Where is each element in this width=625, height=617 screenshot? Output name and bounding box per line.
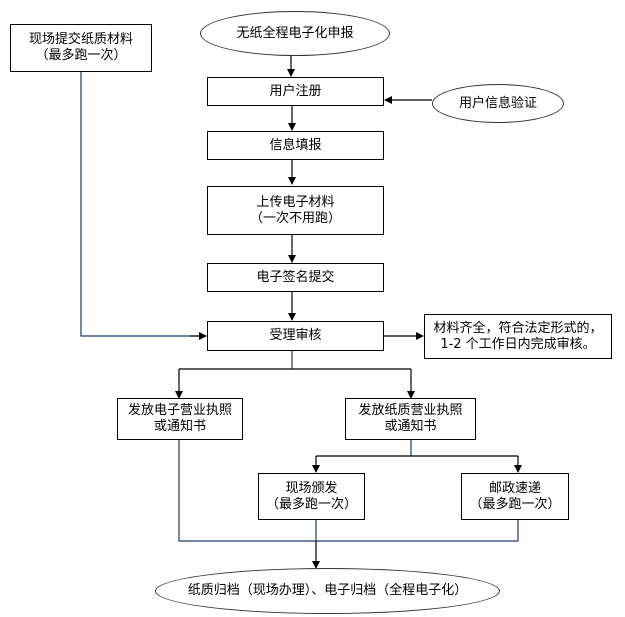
fill-info-node-text: 信息填报 [269, 137, 322, 153]
paper-license-line-2: 或通知书 [384, 419, 437, 434]
onsite-issue-line-1: 现场颁发 [285, 480, 338, 496]
review-node-text: 受理审核 [269, 328, 322, 343]
e-license-node: 发放电子营业执照 或通知书 [117, 398, 243, 440]
paper-license-node: 发放纸质营业执照 或通知书 [345, 398, 476, 440]
edge-e-license-archive [178, 440, 519, 542]
onsite-issue-node: 现场颁发 （最多跑一次） [258, 473, 365, 520]
postal-node: 邮政速递 （最多跑一次） [461, 473, 569, 520]
review-note-line-2: 1-2 个工作日内完成审核。 [440, 336, 596, 352]
onsite-paper-line-1: 现场提交纸质材料 [28, 32, 133, 47]
postal-line-1: 邮政速递 [488, 480, 541, 496]
onsite-issue-line-2: （最多跑一次） [265, 496, 357, 512]
postal-line-2: （最多跑一次） [469, 496, 561, 512]
review-node: 受理审核 [207, 321, 384, 351]
archive-node-text: 纸质归档（现场办理）、电子归档（全程电子化） [187, 583, 468, 598]
register-node: 用户注册 [207, 77, 384, 106]
fill-info-node: 信息填报 [207, 131, 384, 160]
start-node: 无纸全程电子化申报 [200, 11, 390, 56]
onsite-paper-node: 现场提交纸质材料 （最多跑一次） [10, 24, 152, 72]
archive-node: 纸质归档（现场办理）、电子归档（全程电子化） [155, 568, 500, 614]
start-node-text: 无纸全程电子化申报 [236, 25, 354, 41]
e-license-line-1: 发放电子营业执照 [127, 403, 232, 418]
register-node-text: 用户注册 [269, 83, 322, 99]
esign-node-text: 电子签名提交 [256, 269, 335, 285]
review-note-line-1: 材料齐全，符合法定形式的， [433, 320, 603, 336]
upload-node: 上传电子材料 （一次不用跑） [207, 186, 384, 235]
review-note-node: 材料齐全，符合法定形式的， 1-2 个工作日内完成审核。 [424, 314, 612, 359]
paper-license-line-1: 发放纸质营业执照 [358, 403, 463, 418]
edge-onsite-paper-review [80, 71, 206, 337]
e-license-line-2: 或通知书 [153, 419, 206, 434]
upload-line-1: 上传电子材料 [256, 194, 335, 210]
verify-node-text: 用户信息验证 [458, 95, 537, 111]
esign-node: 电子签名提交 [207, 263, 384, 292]
onsite-paper-line-2: （最多跑一次） [35, 48, 127, 63]
verify-node: 用户信息验证 [432, 84, 564, 123]
upload-line-2: （一次不用跑） [249, 210, 341, 226]
